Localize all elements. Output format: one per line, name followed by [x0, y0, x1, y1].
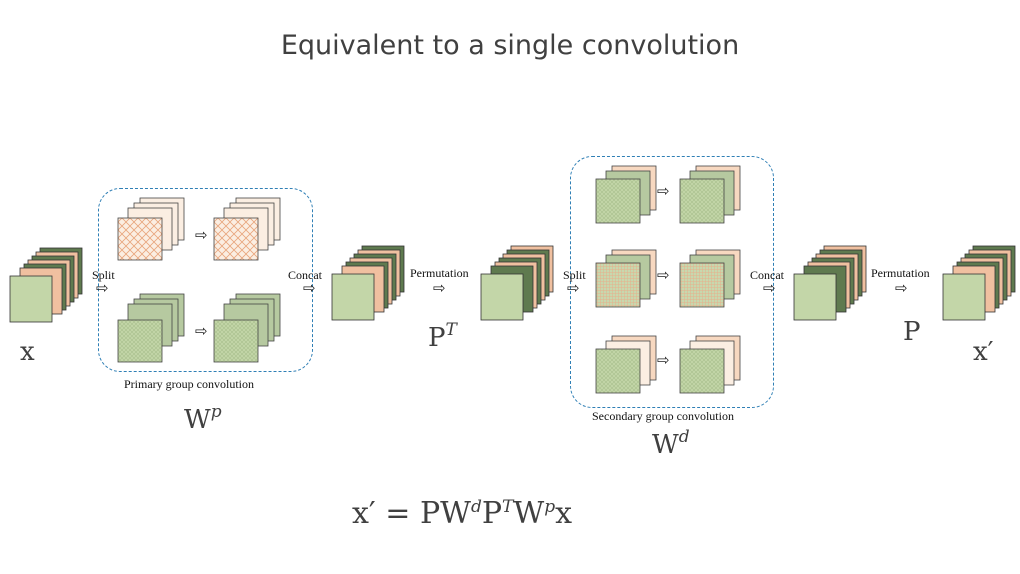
split-label: Split [92, 268, 115, 282]
arrow-icon: ⇨ [195, 322, 208, 340]
primary-group-box [98, 188, 313, 372]
secondary-row3-input [595, 335, 657, 394]
page-title: Equivalent to a single convolution [280, 30, 740, 61]
secondary-row3-output [679, 335, 741, 394]
input-stack [9, 247, 83, 323]
permutation-label: Permutation [871, 266, 930, 280]
symbol-x-prime: x′ [973, 337, 994, 367]
primary-top-output [213, 197, 281, 261]
secondary-row2-input [595, 249, 657, 308]
secondary-row2-output [679, 249, 741, 308]
primary-top-input [117, 197, 185, 261]
concat-stack-1 [331, 245, 405, 321]
arrow-icon: ⇨ [303, 279, 316, 297]
output-stack [942, 245, 1016, 321]
arrow-icon: ⇨ [567, 279, 580, 297]
equation: x′ = PWdPTWpx [352, 496, 573, 531]
primary-group-caption: Primary group convolution [124, 377, 254, 391]
secondary-row1-output [679, 165, 741, 224]
split-label: Split [563, 268, 586, 282]
arrow-icon: ⇨ [657, 266, 670, 284]
primary-bottom-input [117, 293, 185, 363]
arrow-icon: ⇨ [96, 279, 109, 297]
secondary-group-caption: Secondary group convolution [592, 409, 734, 423]
arrow-icon: ⇨ [195, 226, 208, 244]
arrow-icon: ⇨ [433, 279, 446, 297]
arrow-icon: ⇨ [657, 182, 670, 200]
concat-stack-2 [793, 245, 867, 321]
symbol-p: P [903, 317, 921, 347]
secondary-group-box [570, 156, 774, 408]
concat-label: Concat [750, 268, 784, 282]
arrow-icon: ⇨ [763, 279, 776, 297]
secondary-row1-input [595, 165, 657, 224]
symbol-wp: Wp [184, 402, 222, 435]
permuted-stack-1 [480, 245, 554, 321]
symbol-pt: PT [428, 320, 457, 353]
symbol-wd: Wd [652, 427, 690, 460]
primary-bottom-output [213, 293, 281, 363]
arrow-icon: ⇨ [657, 351, 670, 369]
symbol-x: x [20, 337, 35, 367]
permutation-label: Permutation [410, 266, 469, 280]
concat-label: Concat [288, 268, 322, 282]
arrow-icon: ⇨ [895, 279, 908, 297]
